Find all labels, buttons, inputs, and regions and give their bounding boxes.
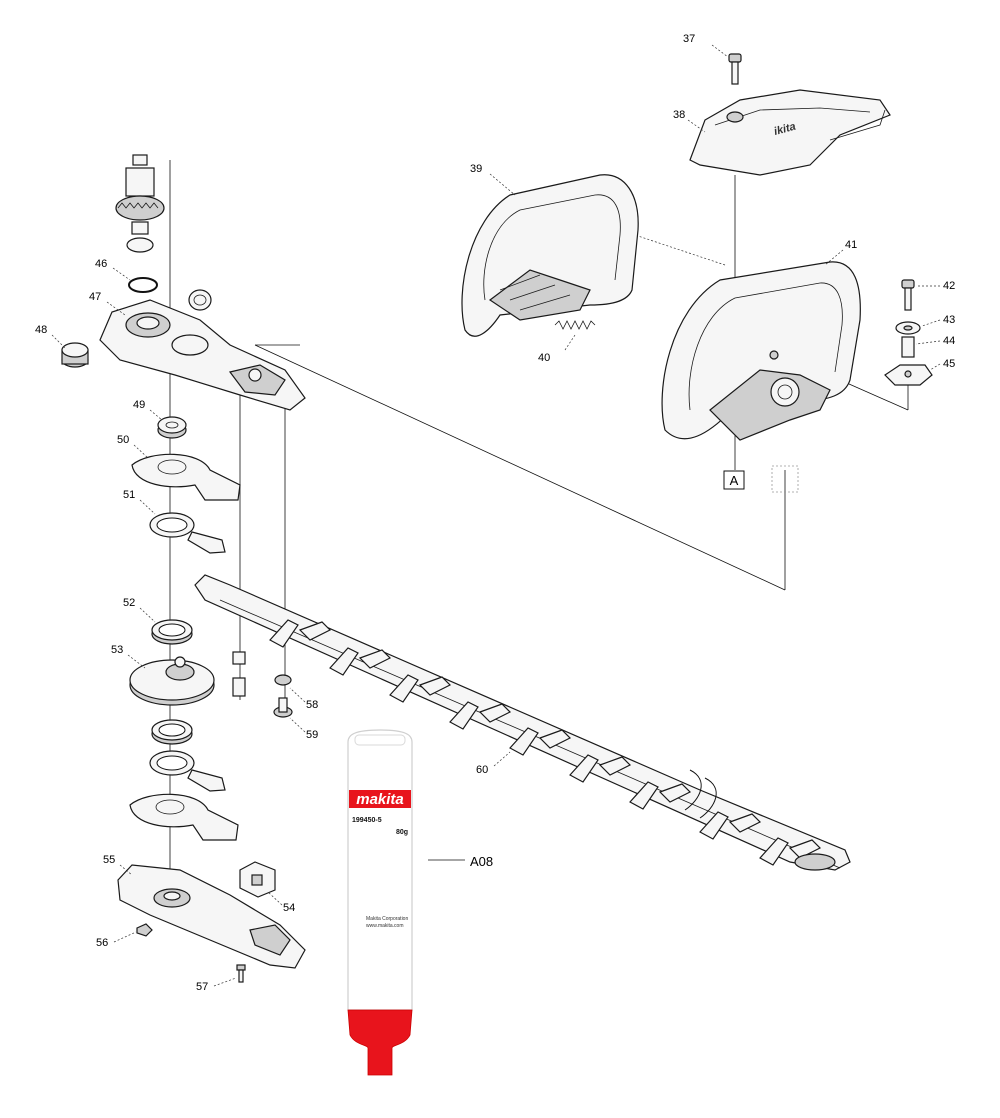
svg-text:ikita: ikita xyxy=(773,121,797,138)
part-45-nut-plate xyxy=(884,364,933,386)
part-56-nut xyxy=(136,923,153,937)
callout-42: 42 xyxy=(943,280,955,292)
grease-maker: Makita Corporation xyxy=(366,916,408,922)
callout-48: 48 xyxy=(35,324,47,336)
part-55-lower-housing xyxy=(117,864,306,969)
callout-37: 37 xyxy=(683,33,695,45)
callout-38: 38 xyxy=(673,109,685,121)
grease-weight: 80g xyxy=(396,829,408,836)
callout-39: 39 xyxy=(470,163,482,175)
callout-60: 60 xyxy=(476,764,488,776)
grease-part-number: 199450-5 xyxy=(352,817,382,824)
part-44-sleeve xyxy=(901,336,915,358)
part-40-spring xyxy=(554,320,596,351)
part-46-o-ring xyxy=(128,277,158,293)
part-49-bearing xyxy=(157,416,187,439)
callout-43: 43 xyxy=(943,314,955,326)
callout-a08: A08 xyxy=(470,854,493,869)
callout-59: 59 xyxy=(306,729,318,741)
part-52-ring xyxy=(151,619,193,645)
callout-57: 57 xyxy=(196,981,208,993)
part-50-guide-plate xyxy=(131,453,241,501)
reference-box-a: A xyxy=(723,465,799,493)
part-54-block xyxy=(239,861,276,898)
callout-40: 40 xyxy=(538,352,550,364)
callout-45: 45 xyxy=(943,358,955,370)
callout-51: 51 xyxy=(123,489,135,501)
spacer-column xyxy=(232,651,246,697)
part-53-crank-gear xyxy=(129,656,215,706)
callout-46: 46 xyxy=(95,258,107,270)
callout-56: 56 xyxy=(96,937,108,949)
callout-49: 49 xyxy=(133,399,145,411)
part-38-handle-cover: ikita xyxy=(689,89,891,176)
ring-lower xyxy=(151,719,193,745)
callout-47: 47 xyxy=(89,291,101,303)
spacer-ring xyxy=(188,289,212,311)
part-60-blade xyxy=(194,574,851,871)
guide-plate-lower xyxy=(129,793,239,841)
reference-label: A xyxy=(730,473,739,488)
armature-gear-assembly xyxy=(115,154,165,253)
part-48-rubber-bush xyxy=(61,342,89,368)
callout-41: 41 xyxy=(845,239,857,251)
part-43-washer xyxy=(895,321,921,335)
callout-54: 54 xyxy=(283,902,295,914)
part-41-rear-handle xyxy=(661,261,861,441)
part-59-bolt xyxy=(273,697,293,718)
part-51-crank xyxy=(149,512,226,554)
callout-50: 50 xyxy=(117,434,129,446)
callout-52: 52 xyxy=(123,597,135,609)
callout-53: 53 xyxy=(111,644,123,656)
part-39-front-handle xyxy=(461,174,639,337)
part-42-screw xyxy=(901,279,915,311)
callout-55: 55 xyxy=(103,854,115,866)
callout-labels: 37 38 39 40 41 42 43 44 45 46 47 48 49 5… xyxy=(35,33,955,993)
a08-grease-tube: makita 199450-5 80g Makita Corporation w… xyxy=(347,729,465,1076)
callout-58: 58 xyxy=(306,699,318,711)
part-58-nut xyxy=(274,674,292,686)
grease-url: www.makita.com xyxy=(366,923,404,929)
part-57-screw xyxy=(236,964,246,983)
part-37-bolt xyxy=(711,44,742,85)
blade-teeth xyxy=(269,619,822,866)
grease-brand: makita xyxy=(356,791,404,808)
callout-44: 44 xyxy=(943,335,955,347)
part-47-gear-housing xyxy=(99,299,306,411)
crank-lower xyxy=(149,750,226,792)
